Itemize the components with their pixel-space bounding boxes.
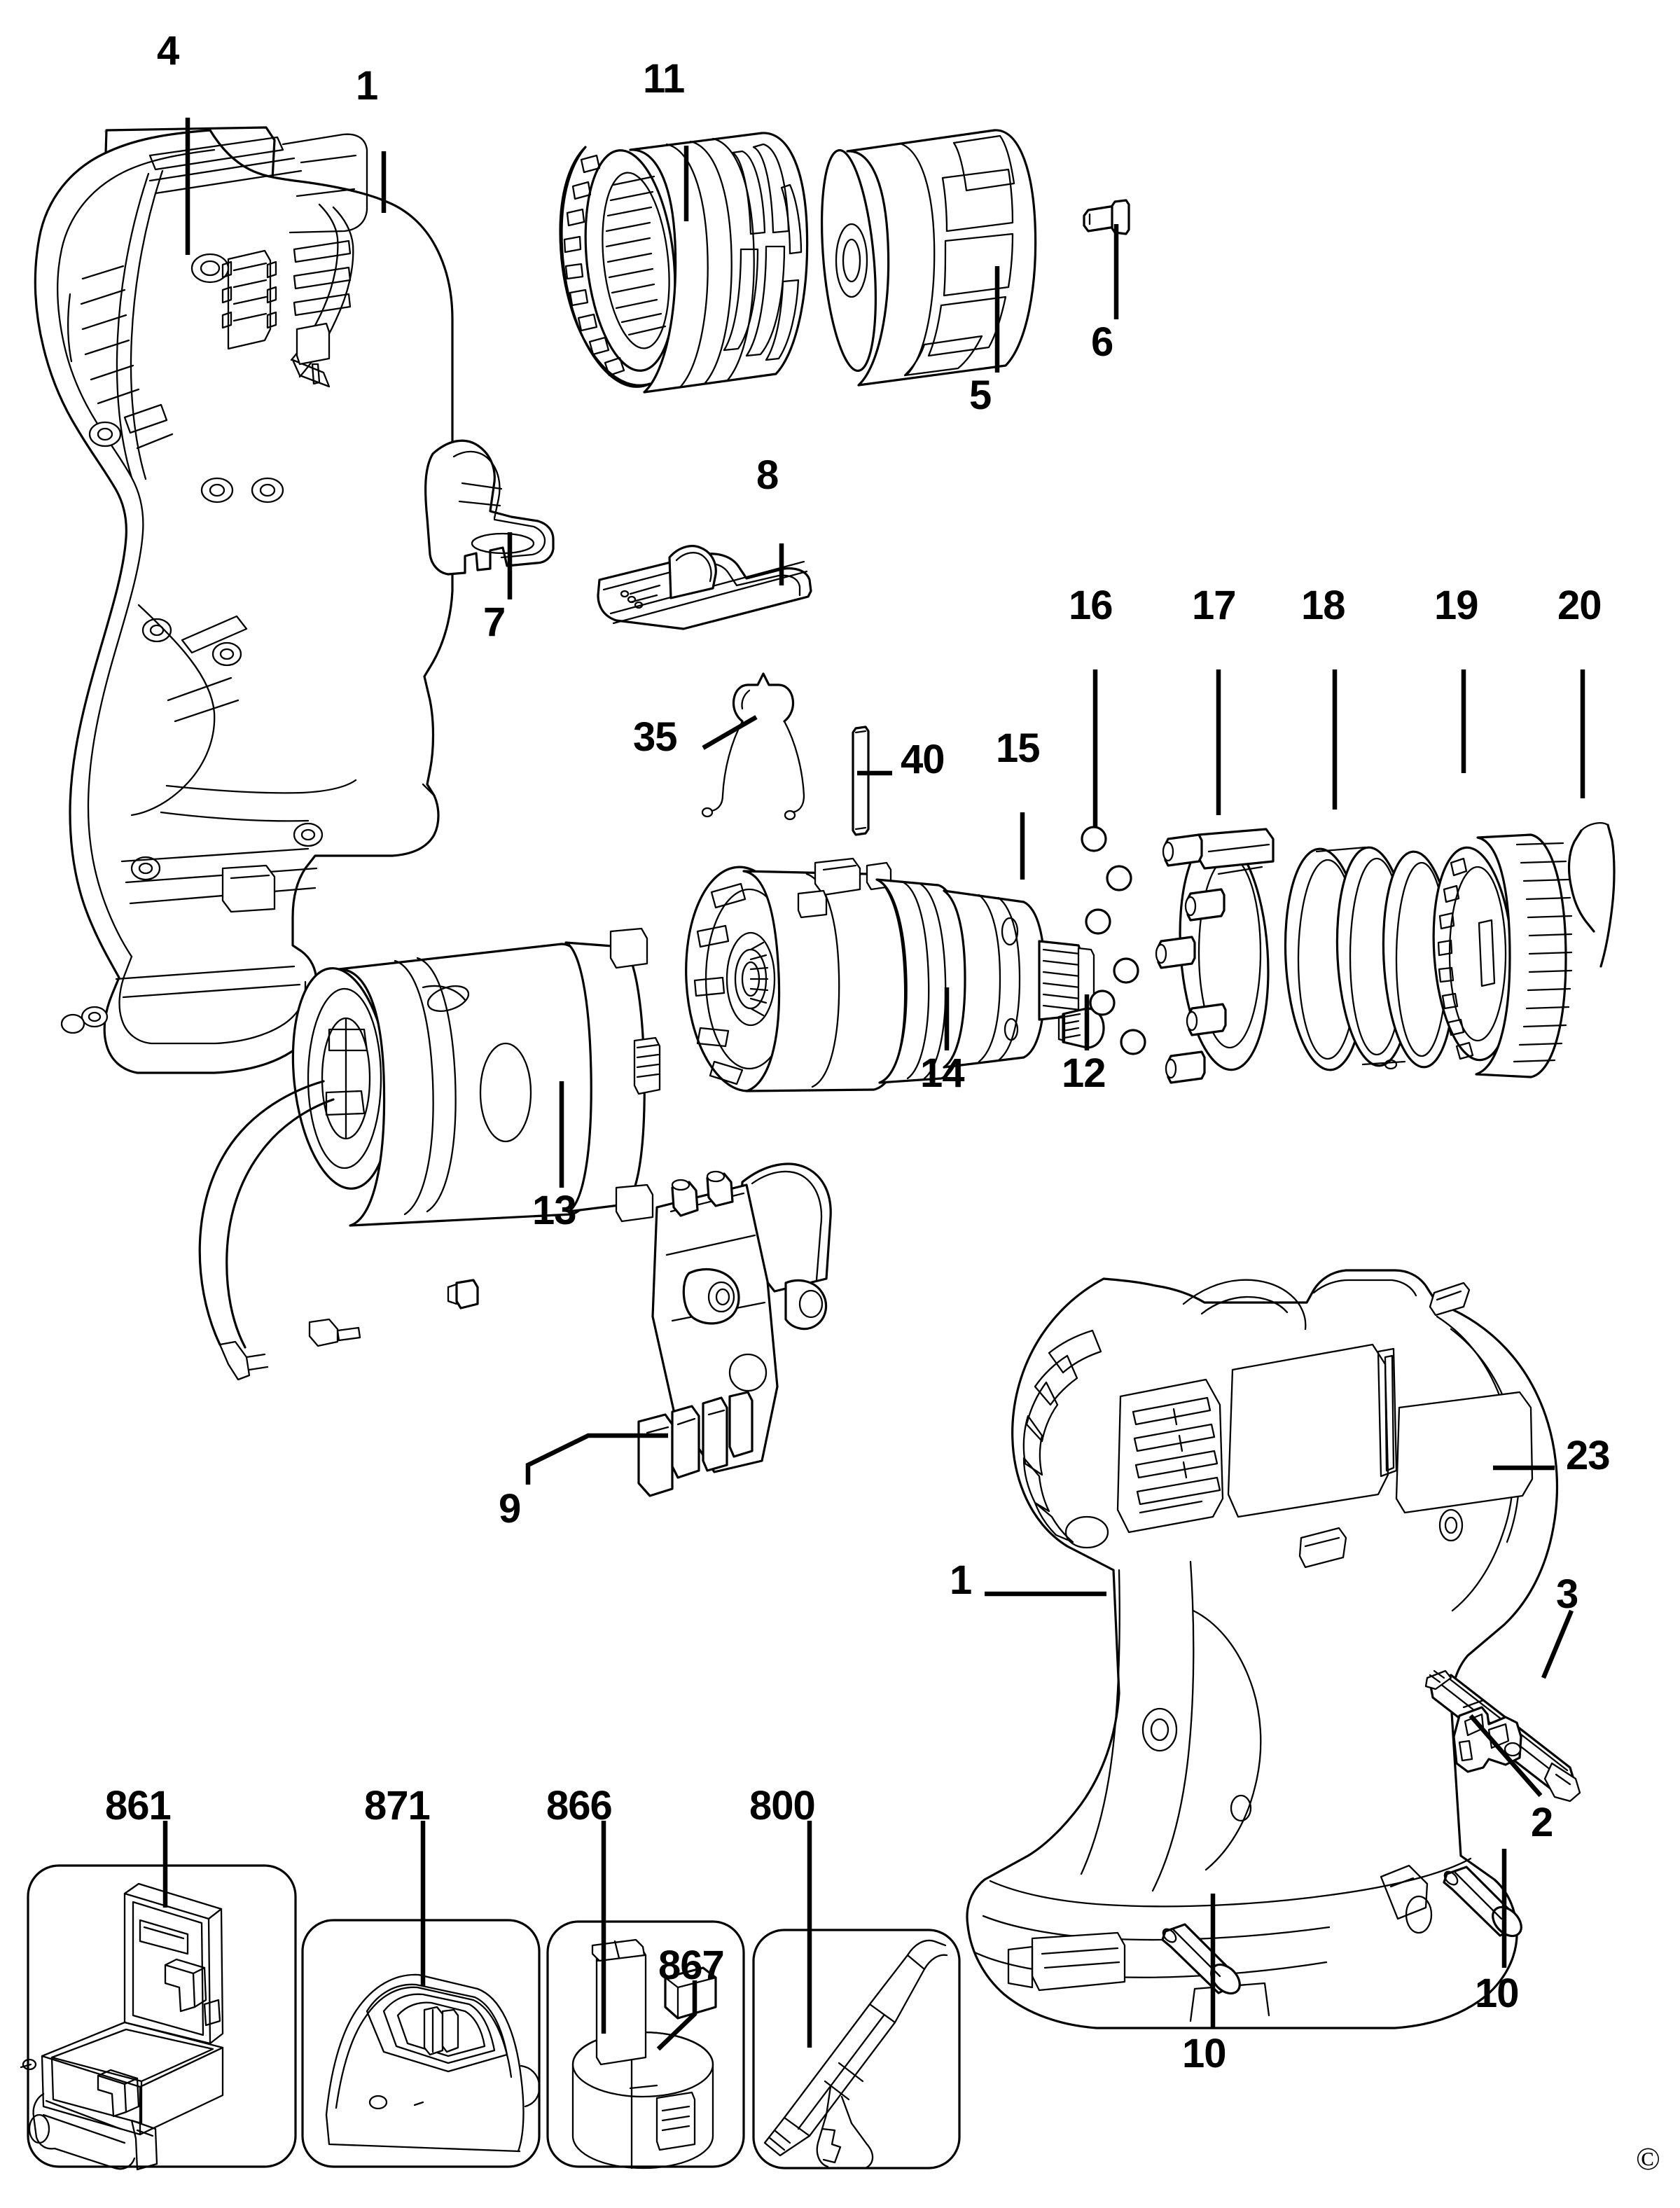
part-clutch-balls — [1081, 826, 1146, 1055]
callout-4: 4 — [157, 28, 179, 74]
part-housing-screw-right — [1443, 1866, 1522, 1938]
part-housing-half-left — [34, 126, 454, 1074]
callout-7: 7 — [483, 599, 506, 645]
callout-12: 12 — [1062, 1050, 1106, 1096]
part-clutch-pin-plate — [1155, 828, 1275, 1084]
callout-1-housing: 1 — [356, 63, 378, 109]
callout-14: 14 — [920, 1050, 965, 1096]
callout-800: 800 — [749, 1783, 816, 1828]
callout-15: 15 — [996, 725, 1041, 771]
accessory-box-charger — [301, 1919, 541, 2168]
callout-1-assembly: 1 — [950, 1557, 972, 1603]
callout-867: 867 — [658, 1943, 725, 1988]
callout-8: 8 — [756, 452, 779, 498]
part-wire-spring-clip — [701, 672, 805, 821]
part-gearbox-ring-collar — [559, 132, 809, 394]
part-motor-assembly — [198, 927, 661, 1381]
part-speed-selector-slider — [597, 545, 812, 630]
part-chuck-retaining-screw — [1083, 199, 1130, 235]
callout-17: 17 — [1192, 583, 1237, 628]
callout-5: 5 — [969, 373, 992, 418]
callout-35: 35 — [633, 714, 678, 760]
callout-10-left: 10 — [1182, 2031, 1227, 2076]
callout-866: 866 — [546, 1783, 613, 1828]
callout-871: 871 — [364, 1783, 431, 1828]
copyright-mark: © — [1636, 2141, 1660, 2176]
callout-3: 3 — [1556, 1571, 1578, 1617]
part-keyless-chuck — [820, 129, 1037, 387]
part-clutch-spring-set — [1284, 846, 1456, 1071]
callout-861: 861 — [105, 1783, 172, 1828]
accessory-box-caulk-gun — [752, 1929, 961, 2169]
callout-2: 2 — [1531, 1800, 1553, 1845]
part-trigger-switch-paddle — [424, 439, 555, 576]
callout-11: 11 — [643, 56, 685, 102]
callout-16: 16 — [1069, 583, 1113, 628]
callout-leader-lines — [162, 118, 1585, 2051]
part-gearbox-assembly — [685, 857, 1095, 1092]
callout-10-right: 10 — [1475, 1971, 1520, 2016]
callout-13: 13 — [532, 1188, 577, 1233]
part-wire-retainer-clip — [1567, 822, 1616, 968]
callout-40: 40 — [901, 737, 945, 782]
callout-23: 23 — [1566, 1433, 1611, 1478]
callout-9: 9 — [499, 1486, 521, 1532]
callout-6: 6 — [1091, 319, 1113, 365]
callout-20: 20 — [1557, 583, 1602, 628]
accessory-box-carrying-case — [20, 1864, 297, 2171]
part-roll-pin — [852, 725, 870, 836]
assembled-drill — [966, 1269, 1559, 2029]
part-torque-adjust-ring-gear — [1432, 833, 1573, 1078]
callout-18: 18 — [1301, 583, 1346, 628]
callout-19: 19 — [1434, 583, 1479, 628]
part-switch-assembly — [447, 1162, 832, 1497]
